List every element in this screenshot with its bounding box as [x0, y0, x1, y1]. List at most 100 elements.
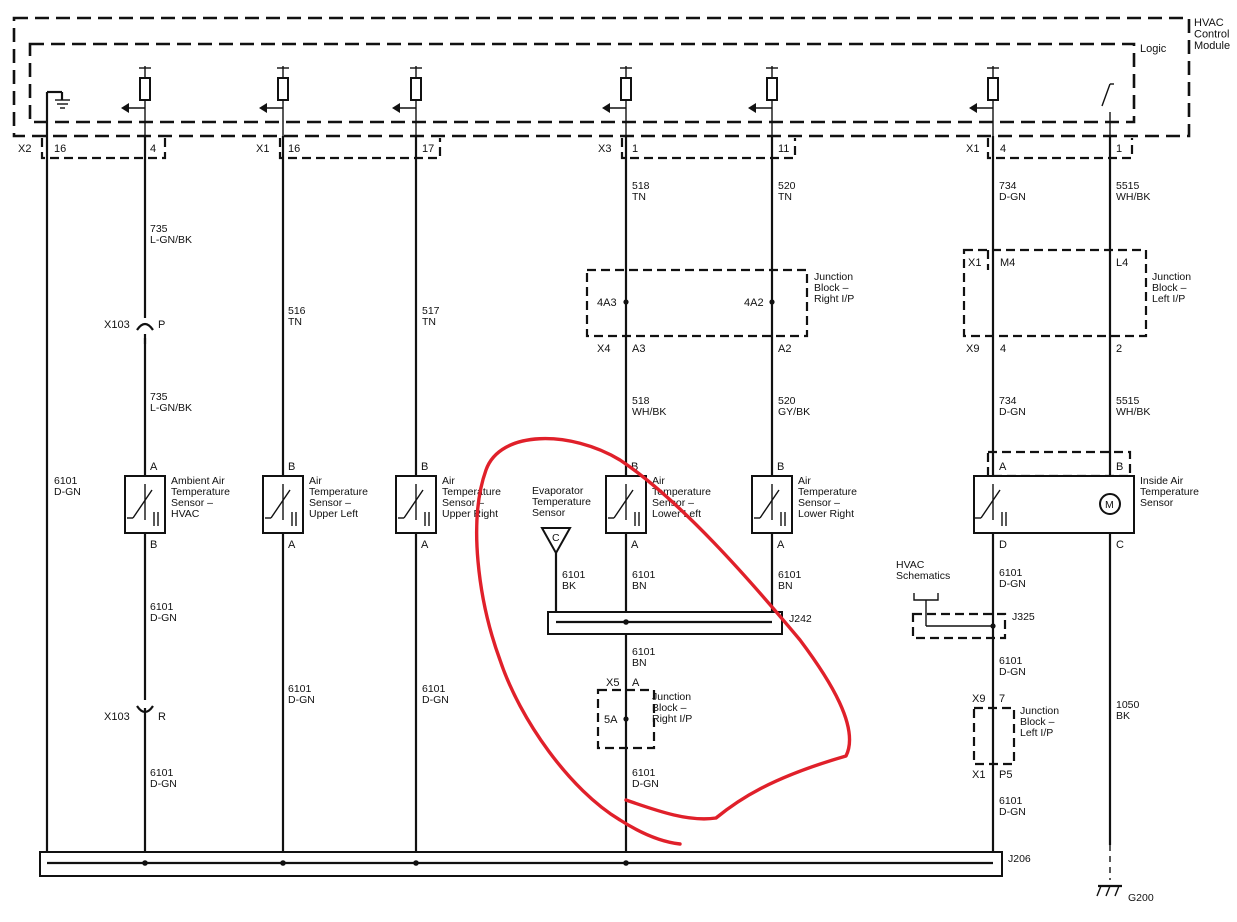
junction-left-lower-box [972, 706, 1016, 766]
inside-pin-b: B [1116, 461, 1123, 473]
chassis-ground-icon [1096, 884, 1122, 897]
x103-upper-connector-icon [136, 322, 154, 344]
module-input-circuits [121, 66, 1114, 136]
pin-l4: L4 [1116, 257, 1128, 269]
evaporator-sensor-icon [540, 527, 572, 556]
x103-lower-connector-icon [136, 690, 154, 714]
x103-lower-label: X103 [104, 711, 130, 723]
pin-x3-1: 1 [632, 143, 638, 155]
conn-x1: X1 [256, 143, 269, 155]
pin-a2: A2 [778, 343, 791, 355]
module-connectors [40, 138, 1134, 160]
pin-x1-16: 16 [288, 143, 300, 155]
conn-x5: X5 [606, 677, 619, 689]
lower-left-pin-b: B [631, 461, 638, 473]
pin-4-left: 4 [1000, 343, 1006, 355]
pin-4a2: 4A2 [744, 297, 764, 309]
inside-pin-a: A [999, 461, 1007, 473]
conn-x3: X3 [598, 143, 611, 155]
junction-5a-box [596, 688, 656, 750]
upper-right-sensor-icon [395, 475, 437, 534]
pin-x5-a: A [632, 677, 640, 689]
lower-right-sensor-icon [751, 475, 793, 534]
j325-label: J325 [1012, 611, 1035, 623]
j206-label: J206 [1008, 853, 1031, 865]
lower-left-pin-a: A [631, 539, 639, 551]
pin-x2-16: 16 [54, 143, 66, 155]
pin-7: 7 [999, 693, 1005, 705]
ambient-pin-b: B [150, 539, 157, 551]
hvac-schematics-ref-icon [913, 593, 993, 627]
junction-right-node-4a2 [769, 299, 775, 305]
module-ground-icon [45, 90, 70, 136]
ambient-air-sensor-icon [124, 475, 166, 534]
conn-x1b: X1 [966, 143, 979, 155]
conn-x4: X4 [597, 343, 610, 355]
j242-label: J242 [789, 613, 812, 625]
pin-p5: P5 [999, 769, 1012, 781]
ground-g200-label: G200 [1128, 892, 1154, 904]
hvac-control-module-box [12, 16, 1191, 138]
conn-x9-left: X9 [966, 343, 979, 355]
pin-x1b-1: 1 [1116, 143, 1122, 155]
pin-5a: 5A [604, 714, 618, 726]
inside-air-connector-box [986, 450, 1132, 478]
junction-right-node-4a3 [623, 299, 629, 305]
pin-x3-11: 11 [778, 143, 789, 155]
motor-icon [1099, 493, 1121, 515]
conn-x2: X2 [18, 143, 31, 155]
pin-a3: A3 [632, 343, 645, 355]
conn-x9-lower: X9 [972, 693, 985, 705]
upper-left-pin-b: B [288, 461, 295, 473]
motor-label: M [1105, 499, 1114, 511]
junction-block-right-ip-box [585, 268, 809, 338]
junction-block-left-ip-box [962, 248, 1148, 338]
pin-m4: M4 [1000, 257, 1015, 269]
pin-x2-4: 4 [150, 143, 156, 155]
j325-splice-box [911, 612, 1007, 640]
pin-x1-17: 17 [422, 143, 434, 155]
conn-x1-lower: X1 [972, 769, 985, 781]
ambient-pin-a: A [150, 461, 158, 473]
lower-right-pin-a: A [777, 539, 785, 551]
upper-left-pin-a: A [288, 539, 296, 551]
red-annotation-loop [475, 437, 852, 846]
inside-pin-d: D [999, 539, 1007, 551]
upper-left-sensor-icon [262, 475, 304, 534]
pin-4a3: 4A3 [597, 297, 617, 309]
